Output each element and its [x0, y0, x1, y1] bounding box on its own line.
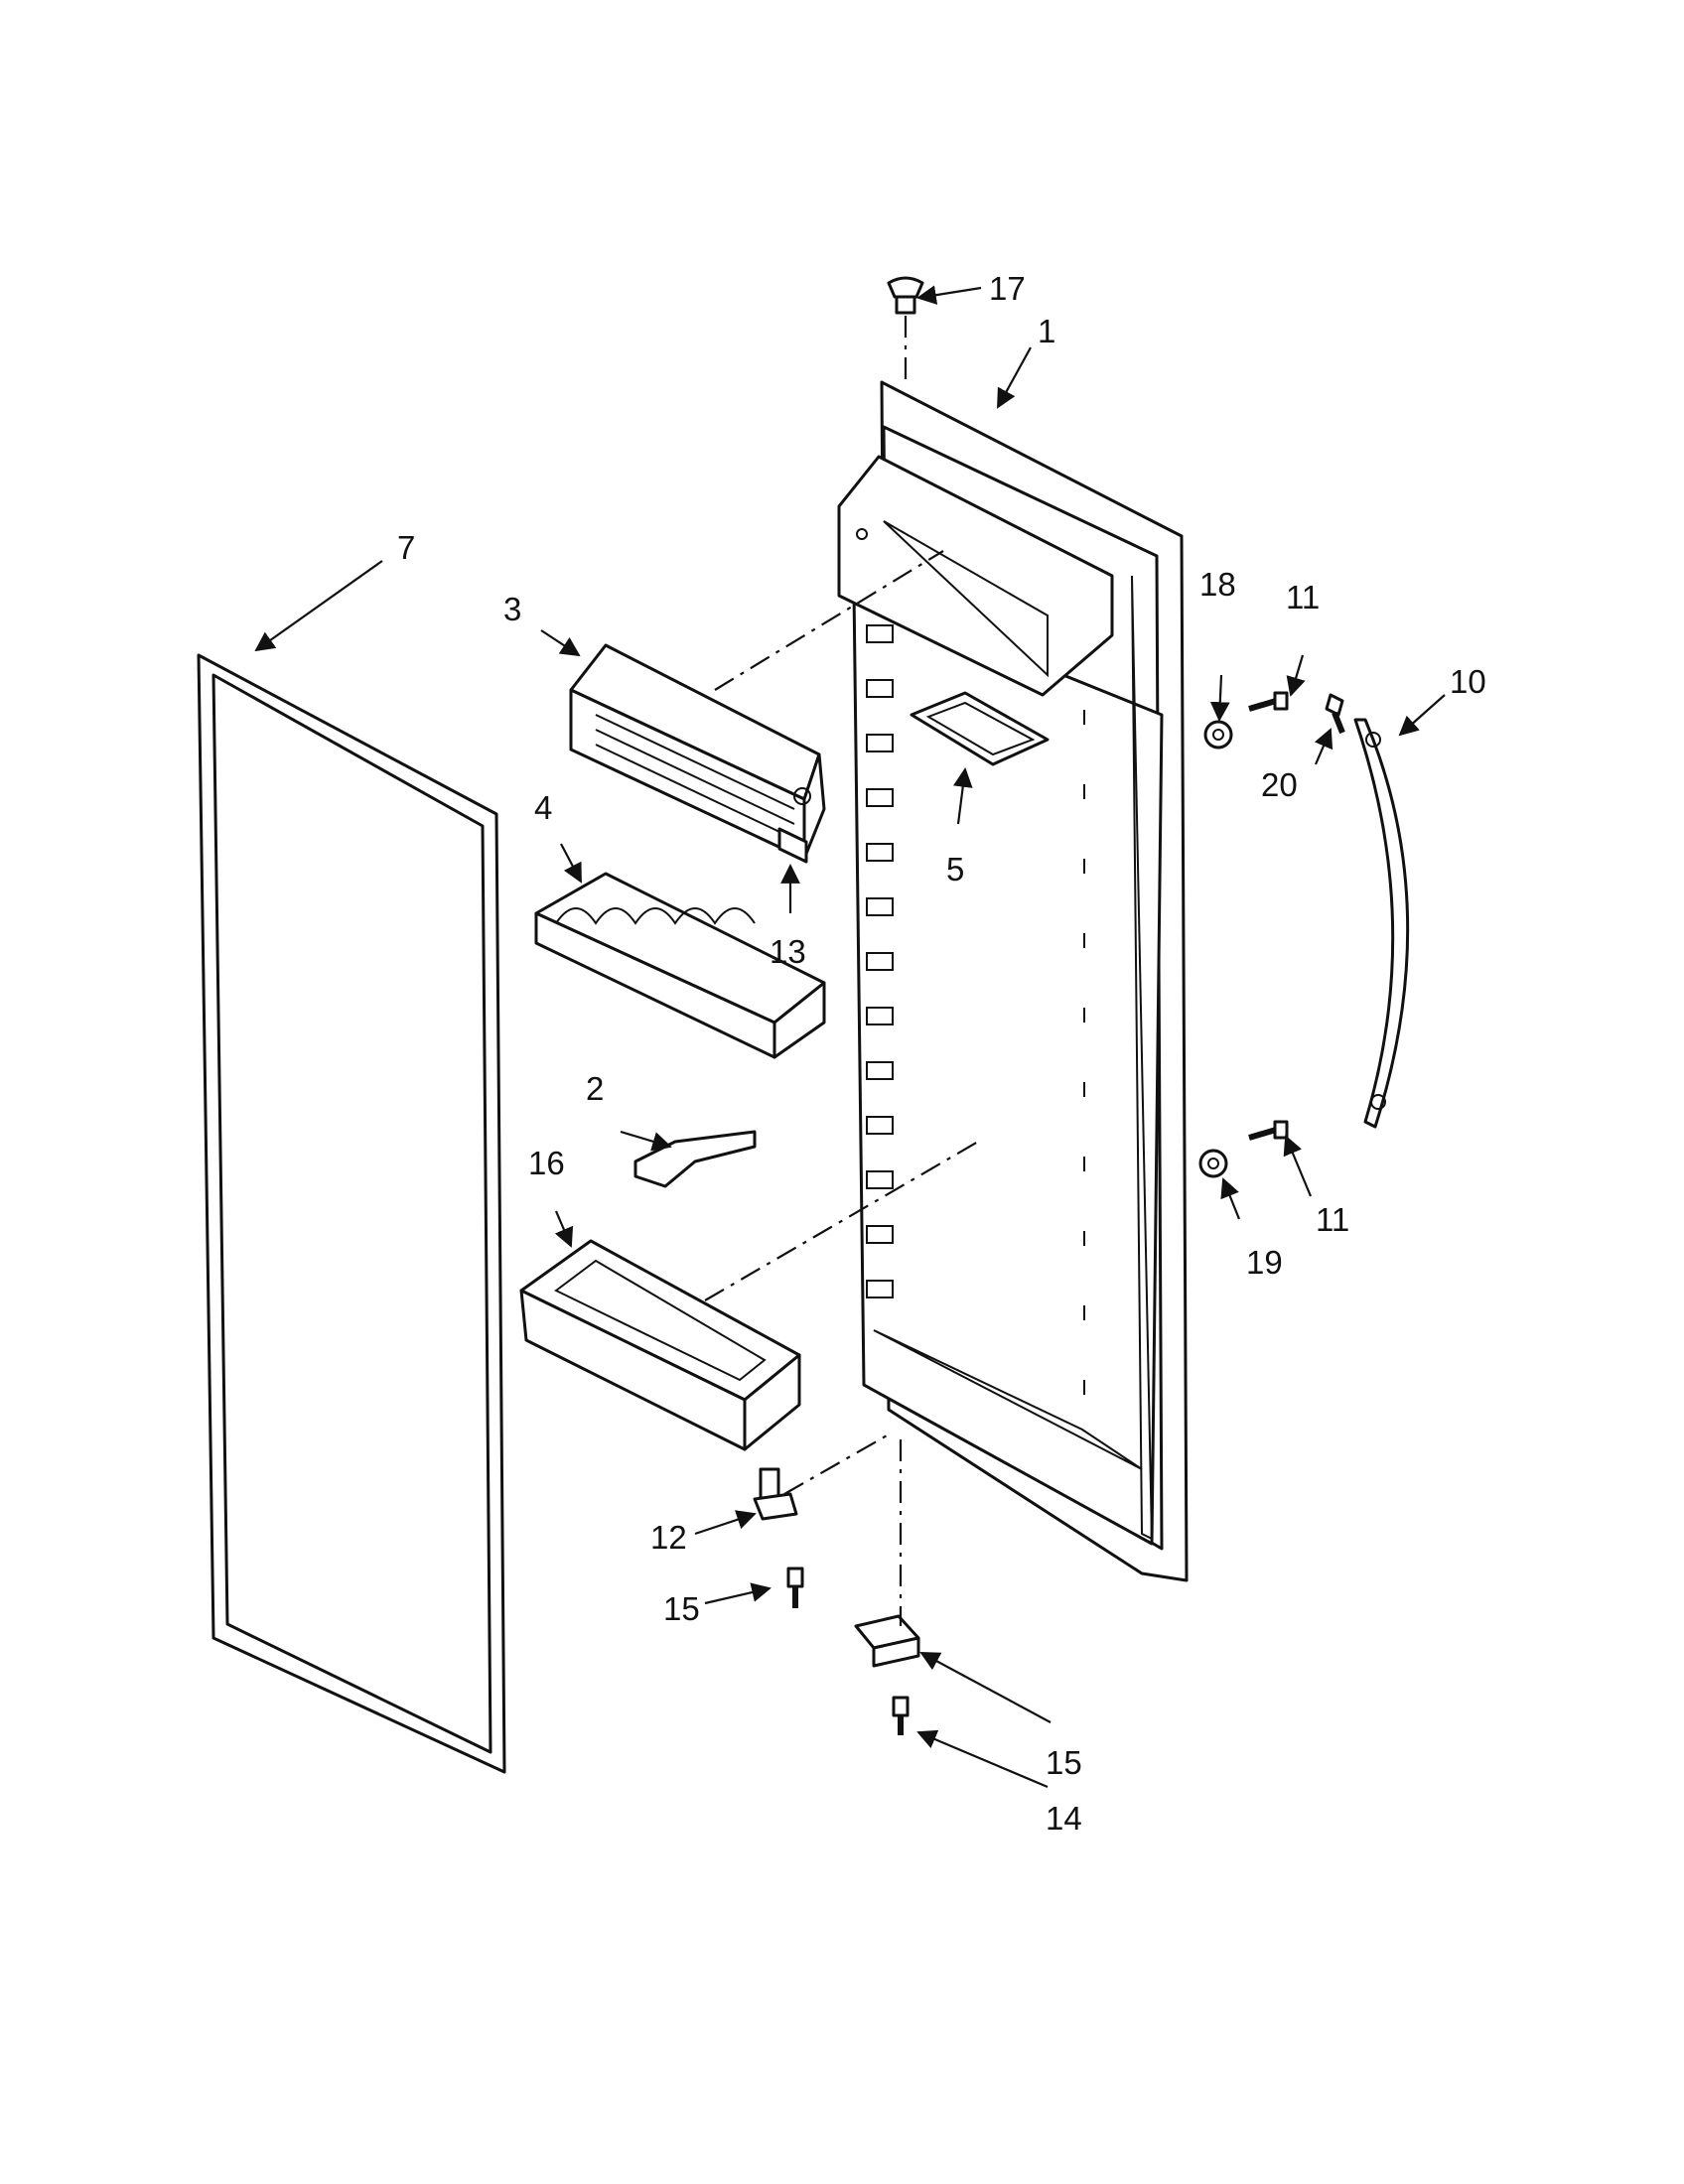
bracket-part-2 — [633, 1130, 757, 1188]
door-handle-part-10 — [1353, 718, 1410, 1129]
callout-20: 20 — [1261, 766, 1298, 803]
screw-part-20 — [1325, 693, 1345, 735]
door-gasket-part-7 — [197, 653, 506, 1774]
screw-part-11-lower — [1248, 1120, 1289, 1141]
callout-18: 17 — [989, 270, 1026, 307]
door-liner-part-1 — [837, 380, 1189, 1582]
callout-7: 7 — [397, 529, 415, 566]
plug-part-18 — [887, 276, 924, 315]
callout-19-upper: 18 — [1199, 566, 1236, 603]
callout-16: 16 — [528, 1145, 565, 1181]
callout-15: 15 — [1046, 1744, 1082, 1781]
hinge-pin-part-12 — [753, 1467, 798, 1521]
callout-12: 12 — [650, 1519, 687, 1556]
alignment-lines — [704, 316, 979, 1626]
callout-4: 4 — [534, 789, 552, 826]
small-bin-part-5 — [910, 691, 1050, 766]
hinge-block-part-15 — [854, 1614, 920, 1668]
screw-part-14 — [892, 1696, 910, 1735]
screw-part-17 — [786, 1567, 804, 1608]
callout-17: 15 — [663, 1590, 700, 1627]
screw-part-11-upper — [1248, 691, 1289, 712]
egg-tray-part-4 — [534, 872, 826, 1059]
callout-11-lower: 11 — [1316, 1201, 1349, 1238]
spacer-part-19-lower — [1198, 1149, 1228, 1178]
spacer-part-19-upper — [1203, 720, 1233, 750]
door-shelf-part-3 — [569, 643, 826, 861]
callout-5: 5 — [946, 851, 964, 887]
door-bin-part-16 — [519, 1239, 801, 1451]
callout-2: 2 — [586, 1070, 604, 1107]
callout-3: 3 — [503, 591, 521, 627]
callout-10: 10 — [1450, 663, 1486, 700]
callout-11-upper: 11 — [1286, 579, 1320, 615]
callout-14: 14 — [1046, 1800, 1082, 1837]
callout-1: 1 — [1038, 313, 1055, 349]
callout-19-lower: 19 — [1246, 1244, 1283, 1281]
callout-labels: 17 1 7 3 18 11 10 20 4 5 13 2 16 11 19 1… — [397, 270, 1486, 1837]
leader-arrows — [254, 285, 1446, 1789]
callout-13: 13 — [770, 933, 806, 970]
clip-part-13 — [777, 827, 808, 864]
